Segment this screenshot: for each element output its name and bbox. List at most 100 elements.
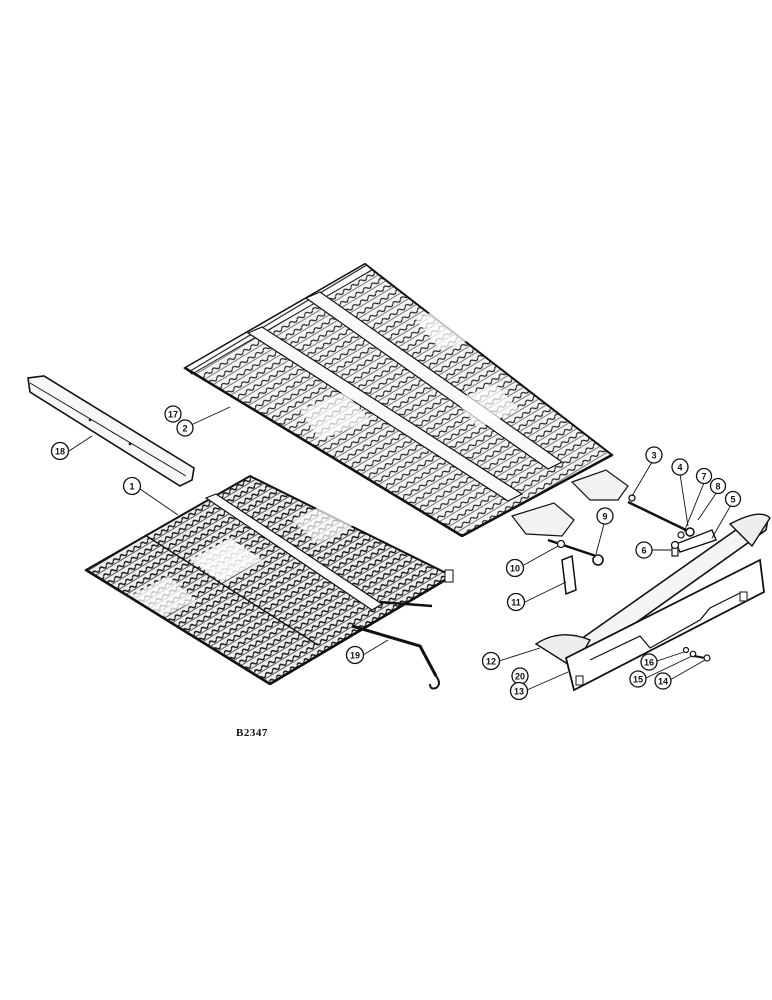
leader-line: [656, 651, 685, 662]
callout-7: 7: [695, 467, 713, 485]
rod-assembly-eye: [592, 554, 604, 566]
callout-18: 18: [50, 441, 70, 461]
callout-3: 3: [645, 446, 663, 464]
leader-line: [68, 435, 93, 452]
leader-line: [697, 491, 718, 521]
leader-line: [711, 504, 732, 539]
callout-14: 14: [654, 672, 672, 690]
side-strip: [27, 375, 195, 487]
leader-line: [498, 647, 541, 662]
leader-line: [595, 523, 605, 555]
callout-11: 11: [506, 592, 526, 612]
linkage-nut: [628, 494, 636, 502]
svg-text:18: 18: [55, 447, 65, 457]
callout-16: 16: [640, 653, 658, 671]
callout-13: 13: [509, 681, 529, 701]
rod-assembly-nut: [556, 539, 566, 549]
leader-line: [679, 473, 689, 527]
svg-text:3: 3: [651, 451, 656, 461]
linkage-bolt-head: [670, 540, 680, 550]
callout-19: 19: [345, 645, 365, 665]
upper-sieve-patch: [415, 300, 500, 350]
rear-shield-end-cap-right: [728, 513, 771, 548]
callout-5: 5: [724, 490, 742, 508]
svg-text:4: 4: [677, 463, 682, 473]
leader-line: [683, 482, 705, 533]
svg-text:2: 2: [182, 424, 187, 434]
rear-shield: [534, 513, 771, 692]
upper-sieve-rib-left: [246, 326, 524, 502]
side-strip-hole: [128, 442, 132, 446]
linkage-group: [627, 494, 717, 557]
callout-10: 10: [505, 558, 525, 578]
linkage-bracket: [675, 529, 717, 553]
leader-line: [526, 671, 569, 691]
svg-text:16: 16: [644, 658, 654, 668]
shield-hardware-bolt: [693, 655, 706, 659]
svg-text:13: 13: [514, 687, 524, 697]
leader-line: [523, 545, 559, 566]
callout-8: 8: [709, 477, 727, 495]
rear-shield-clip: [739, 591, 748, 602]
adjusting-lever-rod-upper: [379, 600, 433, 608]
leader-line: [139, 488, 179, 516]
callout-15: 15: [629, 670, 647, 688]
svg-text:1: 1: [129, 482, 134, 492]
svg-text:19: 19: [350, 651, 360, 661]
upper-sieve-right-edge: [461, 453, 613, 538]
svg-text:8: 8: [715, 482, 720, 492]
side-strip-fold: [29, 382, 187, 477]
rod-assembly: [547, 538, 604, 596]
upper-sieve-patch: [455, 384, 520, 428]
callout-9: 9: [596, 507, 614, 525]
lower-sieve-rib-line: [144, 534, 319, 646]
svg-text:10: 10: [510, 564, 520, 574]
upper-sieve: [183, 262, 629, 538]
callout-6: 6: [635, 541, 653, 559]
rear-shield-clip: [575, 675, 584, 686]
svg-text:9: 9: [602, 512, 607, 522]
upper-sieve-front-edge: [184, 366, 463, 538]
leader-line: [645, 655, 693, 679]
rear-shield-cutout-edge: [589, 591, 743, 661]
linkage-rod-end: [685, 527, 695, 537]
lower-sieve-patch: [190, 538, 262, 582]
shield-hardware-bolt-head: [703, 654, 711, 662]
callout-1: 1: [122, 476, 142, 496]
lower-sieve-body: [84, 474, 455, 686]
lower-sieve-front-edge: [85, 568, 271, 686]
svg-text:17: 17: [168, 410, 178, 420]
shield-hardware: [682, 646, 711, 662]
lower-sieve-patch: [292, 502, 356, 544]
adjusting-lever-hook: [429, 675, 440, 690]
upper-sieve-patch: [300, 392, 370, 440]
leader-line: [362, 639, 389, 656]
lower-sieve: [84, 474, 455, 686]
lower-sieve-rib: [204, 493, 384, 611]
callout-4: 4: [671, 458, 689, 476]
side-strip-hole: [88, 418, 92, 422]
svg-text:7: 7: [701, 472, 706, 482]
lower-sieve-tab: [444, 569, 454, 583]
rear-shield-plate: [564, 558, 765, 692]
svg-text:12: 12: [486, 657, 496, 667]
upper-sieve-adjust-plate: [510, 502, 575, 537]
rod-assembly-rod: [547, 538, 597, 558]
callout-17: 17: [164, 405, 182, 423]
leader-line: [190, 406, 231, 426]
svg-text:6: 6: [641, 546, 646, 556]
rod-assembly-sleeve: [561, 554, 577, 596]
adjusting-lever-rod: [351, 624, 438, 677]
callout-20: 20: [511, 667, 529, 685]
leader-lines: [68, 406, 732, 691]
svg-text:14: 14: [658, 677, 668, 687]
linkage-washer: [677, 531, 685, 539]
shield-hardware-nut: [682, 646, 690, 654]
svg-text:20: 20: [515, 672, 525, 682]
linkage-rod: [627, 500, 687, 532]
leader-line: [524, 581, 567, 603]
svg-text:11: 11: [511, 598, 521, 608]
drawing-code: B2347: [236, 727, 268, 739]
callout-12: 12: [481, 651, 501, 671]
